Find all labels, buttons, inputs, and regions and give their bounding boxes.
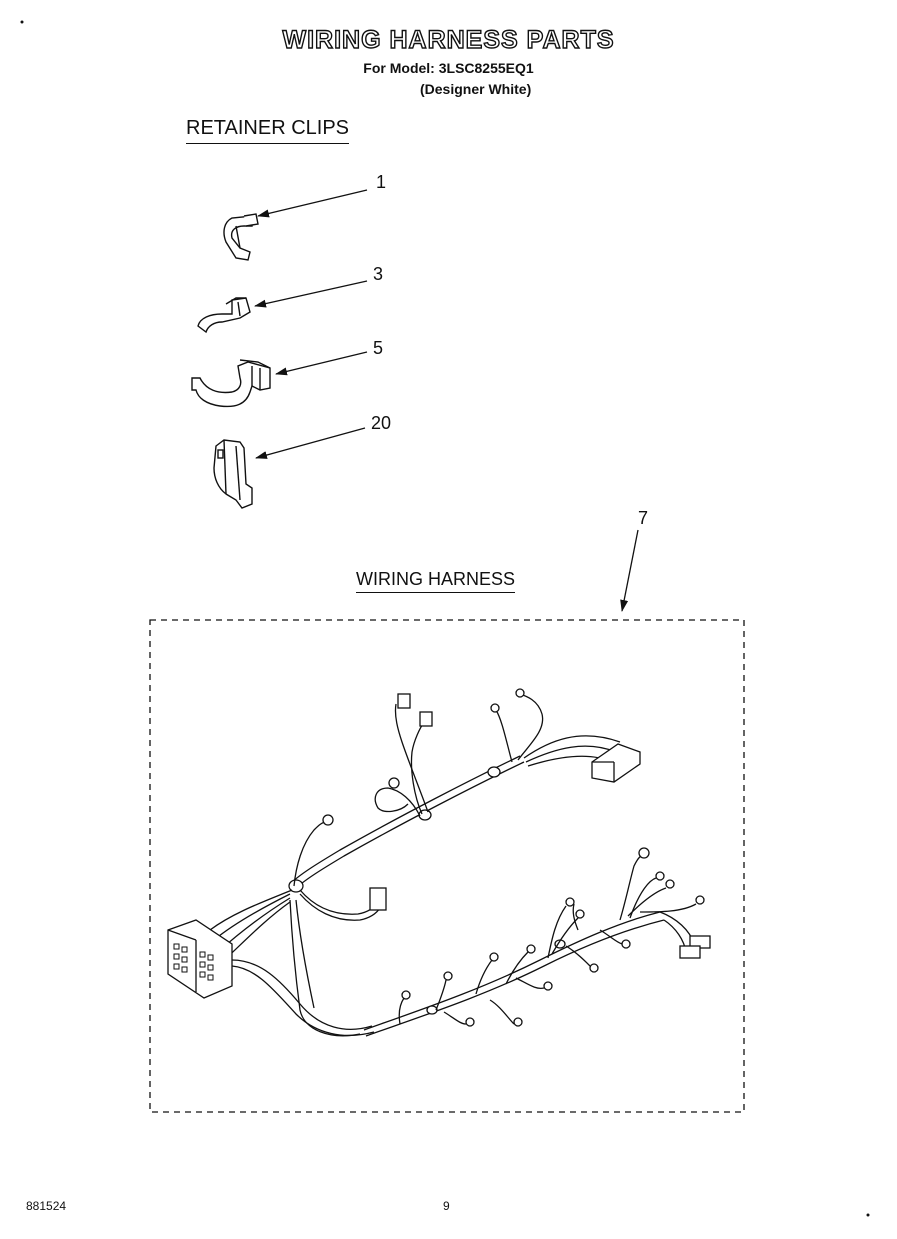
callout-20: 20 (371, 413, 392, 433)
harness-frame (149, 619, 745, 1113)
leader-arrow-3 (254, 280, 368, 308)
retainer-clip-5-icon (191, 359, 271, 408)
wiring-harness-heading: WIRING HARNESS (356, 569, 516, 593)
retainer-clip-1-icon (223, 213, 259, 261)
leader-arrow-5 (275, 351, 368, 376)
retainer-clips-heading: RETAINER CLIPS (186, 117, 349, 144)
leader-arrow-20 (255, 427, 366, 459)
page-number: 9 (443, 1199, 450, 1213)
finish-line: (Designer White) (420, 81, 532, 97)
model-line: For Model: 3LSC8255EQ1 (363, 60, 534, 76)
page-title: WIRING HARNESS PARTS (282, 25, 615, 54)
callout-3: 3 (373, 264, 384, 284)
stray-mark (20, 20, 24, 24)
callout-1: 1 (376, 172, 387, 192)
wiring-harness-icon (167, 688, 711, 1037)
callout-5: 5 (373, 338, 384, 358)
leader-arrow-7 (620, 529, 639, 612)
document-number: 881524 (26, 1199, 67, 1213)
stray-mark (866, 1213, 870, 1217)
retainer-clip-3-icon (197, 297, 251, 334)
leader-arrow-1 (257, 189, 368, 218)
retainer-clip-20-icon (213, 439, 253, 509)
callout-7: 7 (638, 508, 649, 528)
